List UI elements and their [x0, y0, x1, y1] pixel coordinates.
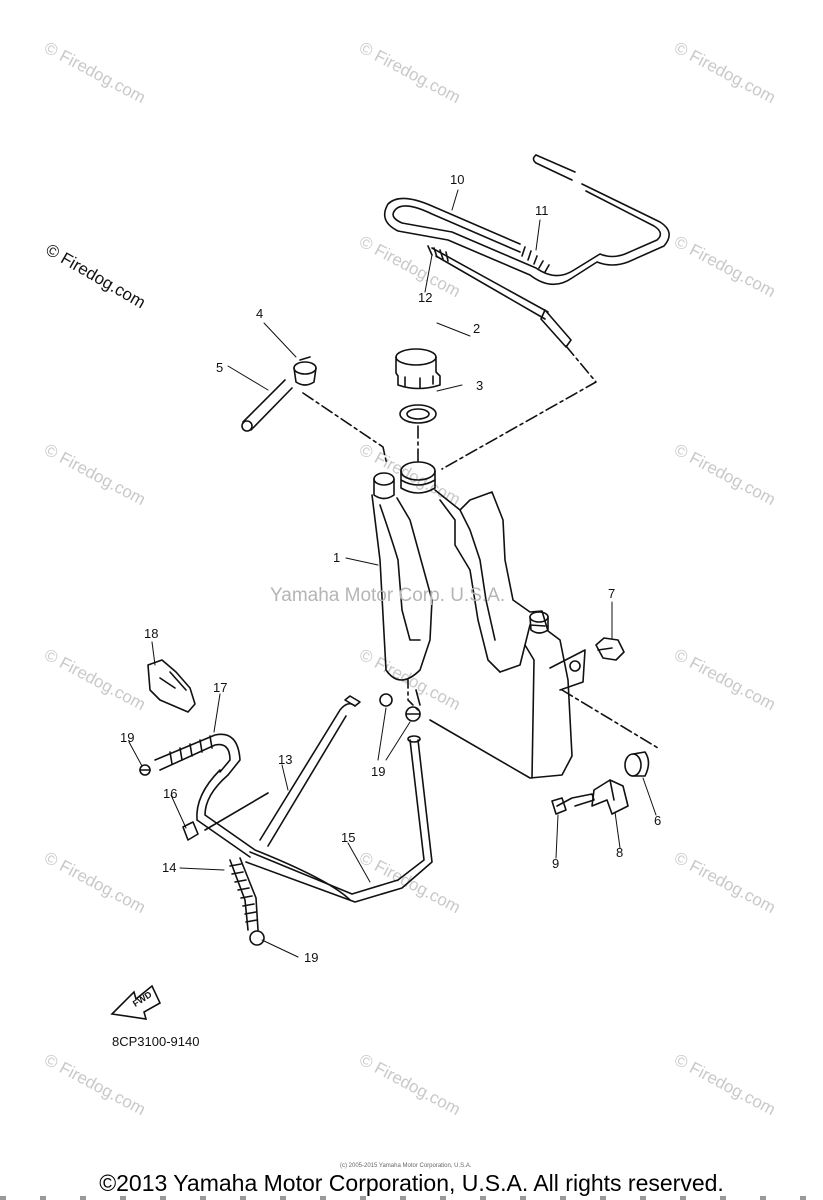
callout-6: 6	[654, 813, 662, 828]
part-3-gasket	[399, 404, 437, 424]
leader-lines	[128, 189, 657, 958]
callout-15: 15	[341, 830, 356, 845]
part-7-bolt	[595, 637, 625, 661]
fwd-arrow	[110, 984, 162, 1020]
callout-8: 8	[616, 845, 624, 860]
callout-14: 14	[162, 860, 177, 875]
part-1-reservoir-tank	[371, 461, 586, 779]
callout-10: 10	[450, 172, 465, 187]
callout-2: 2	[473, 321, 481, 336]
callout-18: 18	[144, 626, 159, 641]
callout-19: 19	[120, 730, 135, 745]
callout-4: 4	[256, 306, 264, 321]
callout-7: 7	[608, 586, 616, 601]
part-5-pipe	[241, 379, 293, 432]
center-watermark: Yamaha Motor Corp. U.S.A.	[270, 585, 506, 606]
callout-12: 12	[418, 290, 433, 305]
part-19-clamps	[139, 693, 421, 946]
callout-5: 5	[216, 360, 224, 375]
part-18-clip	[147, 659, 196, 713]
part-6-damper	[624, 751, 650, 777]
callout-17: 17	[213, 680, 228, 695]
callout-19: 19	[371, 764, 386, 779]
callout-19: 19	[304, 950, 319, 965]
part-2-radiator-cap	[395, 348, 441, 390]
callout-16: 16	[163, 786, 178, 801]
callout-11: 11	[535, 203, 549, 218]
part-13-tube	[196, 695, 361, 901]
overflow-hose-assembly	[383, 154, 670, 470]
part-15-hose	[245, 735, 433, 903]
part-4-cap	[293, 356, 317, 386]
part-code: 8CP3100-9140	[112, 1034, 200, 1049]
part-8-bracket	[591, 779, 629, 815]
callout-9: 9	[552, 856, 560, 871]
fine-print: (c) 2005-2015 Yamaha Motor Corporation, …	[340, 1163, 472, 1169]
part-17-hose	[154, 733, 241, 776]
callout-13: 13	[278, 752, 293, 767]
callout-3: 3	[476, 378, 484, 393]
copyright-notice: ©2013 Yamaha Motor Corporation, U.S.A. A…	[99, 1170, 724, 1196]
part-9-bolt	[551, 793, 595, 815]
bottom-strip	[0, 1196, 823, 1200]
part-14-hose	[229, 857, 259, 931]
part-16-clamp	[182, 821, 199, 841]
callout-1: 1	[333, 550, 341, 565]
